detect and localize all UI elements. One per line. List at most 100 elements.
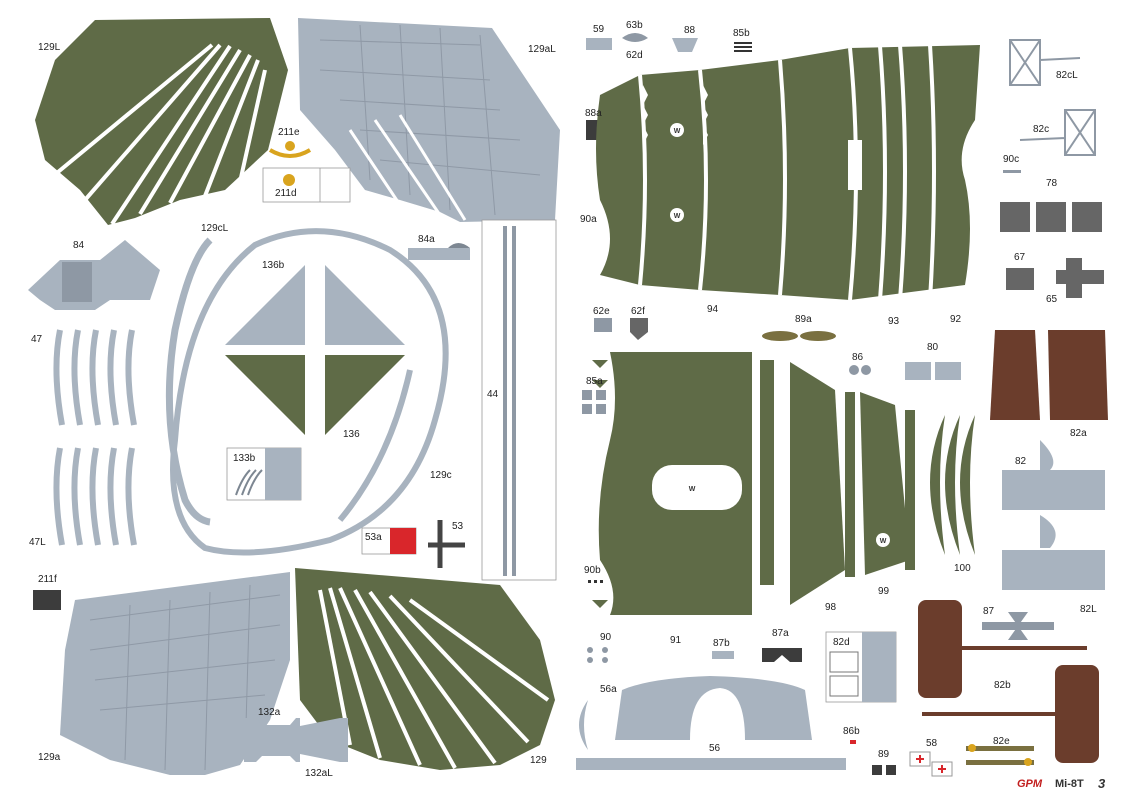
part-56 [576, 676, 846, 770]
label-91: 91 [670, 635, 682, 646]
part-56a [579, 700, 588, 750]
label-80: 80 [927, 342, 939, 353]
part-67 [1006, 268, 1034, 290]
part-86b [850, 740, 856, 744]
part-129L [35, 18, 288, 225]
part-85b [734, 42, 752, 52]
part-129a [60, 572, 290, 775]
label-84: 84 [73, 240, 85, 251]
part-211d [262, 167, 351, 203]
label-58: 58 [926, 738, 938, 749]
label-87: 87 [983, 606, 995, 617]
part-136 [225, 355, 405, 435]
label-82e: 82e [993, 736, 1010, 747]
label-84a: 84a [418, 234, 435, 245]
part-53a [361, 527, 417, 555]
insignia-w1 [670, 123, 684, 137]
part-129aL-cuts [348, 114, 467, 221]
label-90c: 90c [1003, 154, 1019, 165]
label-90: 90 [600, 632, 612, 643]
part-63b-62d [622, 33, 648, 42]
part-136b-strip [170, 228, 449, 556]
label-82L: 82L [1080, 604, 1097, 615]
mark-w2: W [674, 213, 681, 220]
part-86 [849, 365, 871, 375]
part-98 [790, 362, 845, 605]
part-94 [596, 45, 980, 300]
part-84 [28, 240, 160, 310]
label-87a: 87a [772, 628, 789, 639]
mark-w3: W [689, 486, 696, 493]
label-132a: 132a [258, 707, 281, 718]
label-100: 100 [954, 563, 971, 574]
part-62e [594, 318, 612, 332]
label-90b: 90b [584, 565, 601, 576]
part-136b [225, 265, 405, 345]
part-80 [905, 362, 961, 380]
label-65: 65 [1046, 294, 1058, 305]
label-59: 59 [593, 24, 605, 35]
part-90 [587, 647, 608, 663]
label-53: 53 [452, 521, 464, 532]
label-56: 56 [709, 743, 721, 754]
mark-w4: W [880, 538, 887, 545]
label-88: 88 [684, 25, 696, 36]
label-129aL: 129aL [528, 44, 556, 55]
label-136: 136 [343, 429, 360, 440]
label-88a: 88a [585, 108, 602, 119]
part-82cL [1009, 39, 1081, 86]
part-133b [226, 447, 302, 501]
part-211e [268, 141, 312, 158]
part-94-window [848, 140, 862, 190]
part-82 [1002, 440, 1105, 510]
label-62f: 62f [631, 306, 645, 317]
strip-teeth [760, 360, 915, 585]
part-99 [860, 392, 910, 575]
label-82d: 82d [833, 637, 850, 648]
label-129: 129 [530, 755, 547, 766]
part-82c [1019, 109, 1096, 156]
part-82a [990, 330, 1108, 420]
part-129L-cuts [56, 43, 267, 226]
part-44 [481, 219, 557, 581]
label-87b: 87b [713, 638, 730, 649]
part-62f [630, 318, 648, 340]
label-129cL: 129cL [201, 223, 229, 234]
label-44: 44 [487, 389, 499, 400]
label-62e: 62e [593, 306, 610, 317]
label-94: 94 [707, 304, 719, 315]
label-82b: 82b [994, 680, 1011, 691]
label-85a: 85a [586, 376, 603, 387]
page-number: 3 [1098, 776, 1106, 791]
part-82L [1002, 515, 1105, 590]
part-90c [1003, 170, 1021, 173]
brand-logo: GPM [1017, 778, 1043, 790]
label-132aL: 132aL [305, 768, 333, 779]
part-88 [672, 38, 698, 52]
part-94-sawtooth [643, 85, 708, 145]
part-100 [930, 415, 975, 555]
label-56a: 56a [600, 684, 617, 695]
label-82cL: 82cL [1056, 70, 1078, 81]
part-47 [53, 329, 137, 426]
part-129aL-panels [319, 24, 541, 216]
label-98: 98 [825, 602, 837, 613]
part-132a [244, 718, 300, 762]
label-82: 82 [1015, 456, 1027, 467]
part-82e [966, 744, 1034, 766]
label-89: 89 [878, 749, 890, 760]
part-129-cuts [318, 587, 550, 769]
label-211d: 211d [275, 188, 297, 199]
label-211e: 211e [278, 127, 300, 138]
label-129c: 129c [430, 470, 452, 481]
part-211f [33, 590, 61, 610]
label-67: 67 [1014, 252, 1026, 263]
mark-w1: W [674, 128, 681, 135]
label-53a: 53a [365, 532, 382, 543]
part-84a [408, 243, 470, 260]
part-65 [1056, 258, 1104, 298]
part-82b [918, 600, 1099, 763]
part-132aL [300, 718, 348, 762]
part-87 [982, 612, 1054, 640]
label-78: 78 [1046, 178, 1058, 189]
